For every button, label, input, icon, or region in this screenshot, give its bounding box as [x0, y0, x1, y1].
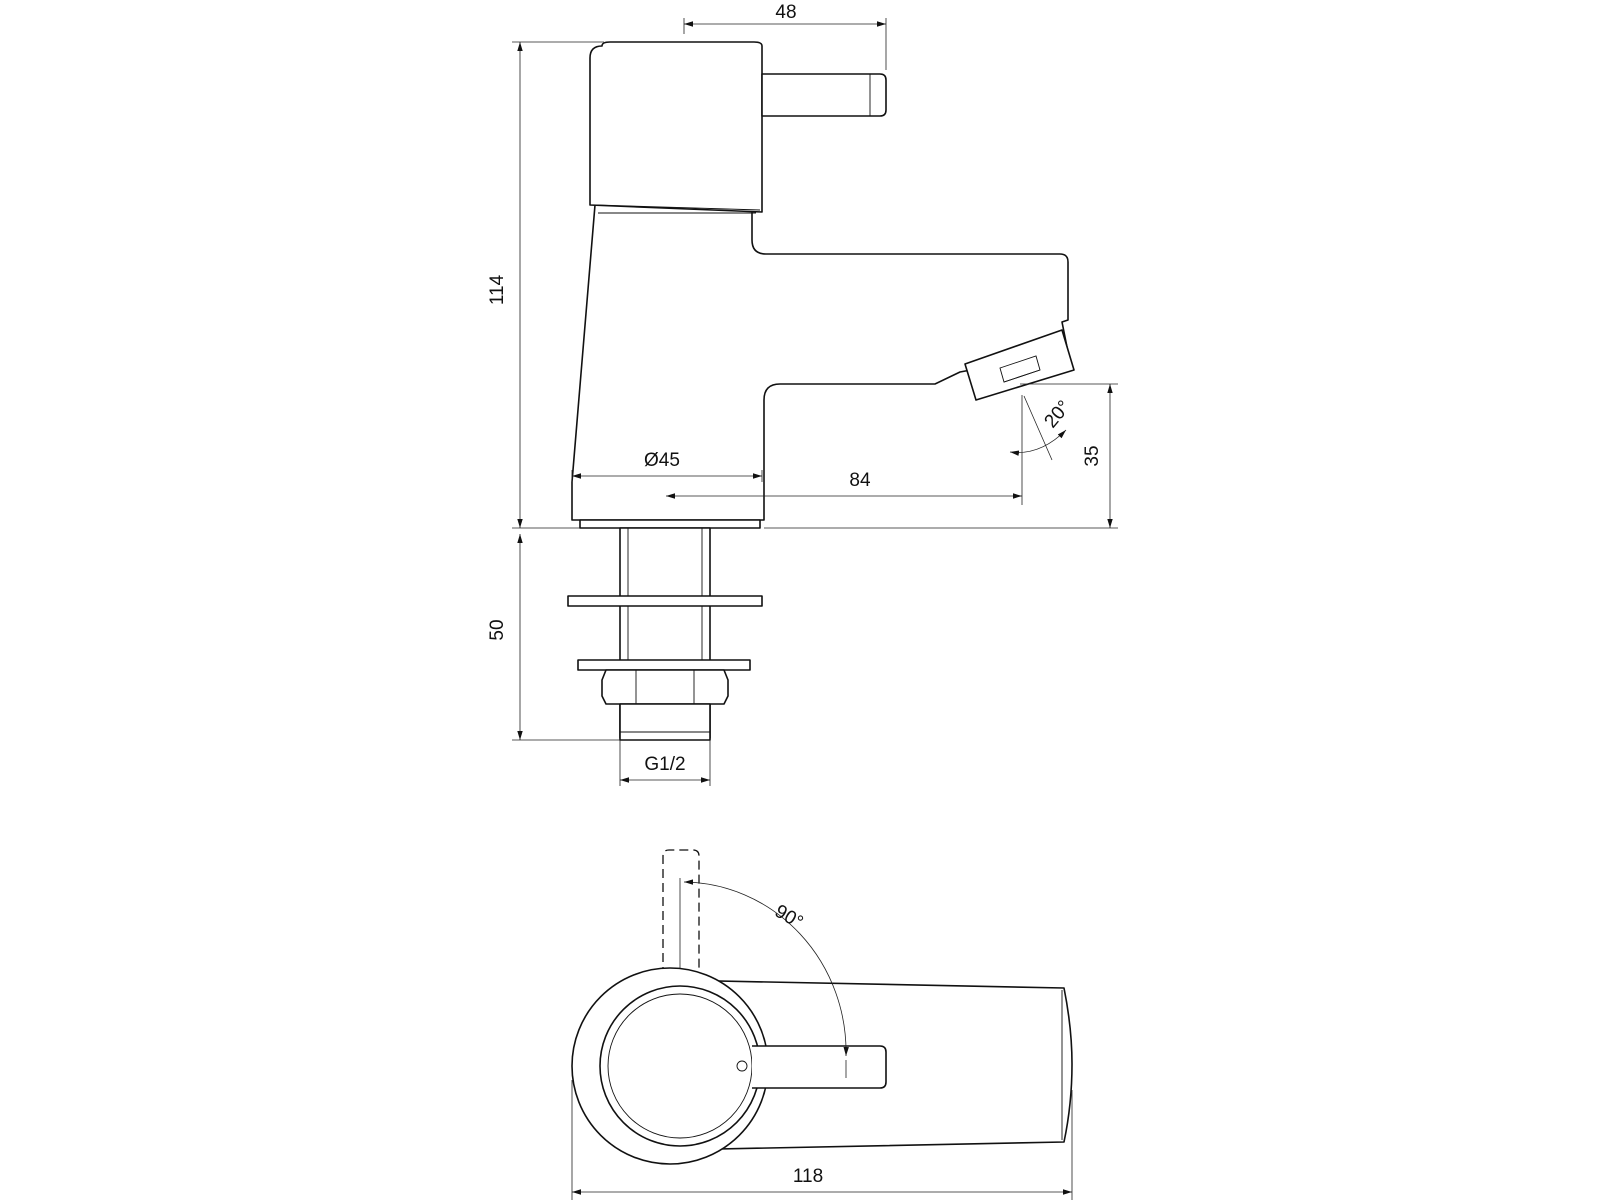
backnut	[601, 669, 729, 705]
dimension-label-48: 48	[775, 2, 796, 23]
tap-body	[571, 204, 1069, 521]
lever-rotated-position	[662, 849, 700, 976]
dimension-spout-angle: 20°	[1009, 395, 1076, 461]
dimension-spout-height: 35	[764, 383, 1118, 529]
dimension-label-50: 50	[487, 619, 508, 640]
dimension-total-height: 114	[487, 41, 604, 529]
indicator-dot	[736, 1060, 748, 1072]
lever-handle	[761, 73, 887, 117]
dimension-base-diameter: Ø45	[571, 450, 763, 482]
handle-cap	[589, 41, 763, 213]
handle-cap-top	[599, 985, 761, 1147]
dimension-label-35: 35	[1082, 445, 1103, 466]
dimension-label-90deg: 90°	[771, 901, 806, 934]
washer	[567, 595, 763, 607]
thread-end	[619, 703, 711, 741]
dimension-total-length: 118	[571, 1080, 1073, 1200]
dimension-label-diameter: Ø45	[644, 450, 680, 471]
dimension-shank-length: 50	[487, 534, 620, 741]
base-plate	[579, 519, 761, 529]
side-view: 48 114 Ø45 84 35	[487, 2, 1118, 786]
dimension-label-thread: G1/2	[644, 754, 685, 775]
dimension-thread: G1/2	[619, 740, 711, 786]
dimension-label-114: 114	[487, 274, 508, 305]
backnut-flange	[577, 659, 751, 671]
lever-top	[752, 1045, 887, 1089]
dimension-label-118: 118	[793, 1166, 823, 1187]
top-view: 90° 118	[571, 849, 1073, 1200]
dimension-label-84: 84	[849, 470, 871, 491]
dimension-handle-reach: 48	[683, 2, 887, 70]
aerator	[964, 329, 1075, 401]
dimension-label-20deg: 20°	[1041, 397, 1076, 433]
